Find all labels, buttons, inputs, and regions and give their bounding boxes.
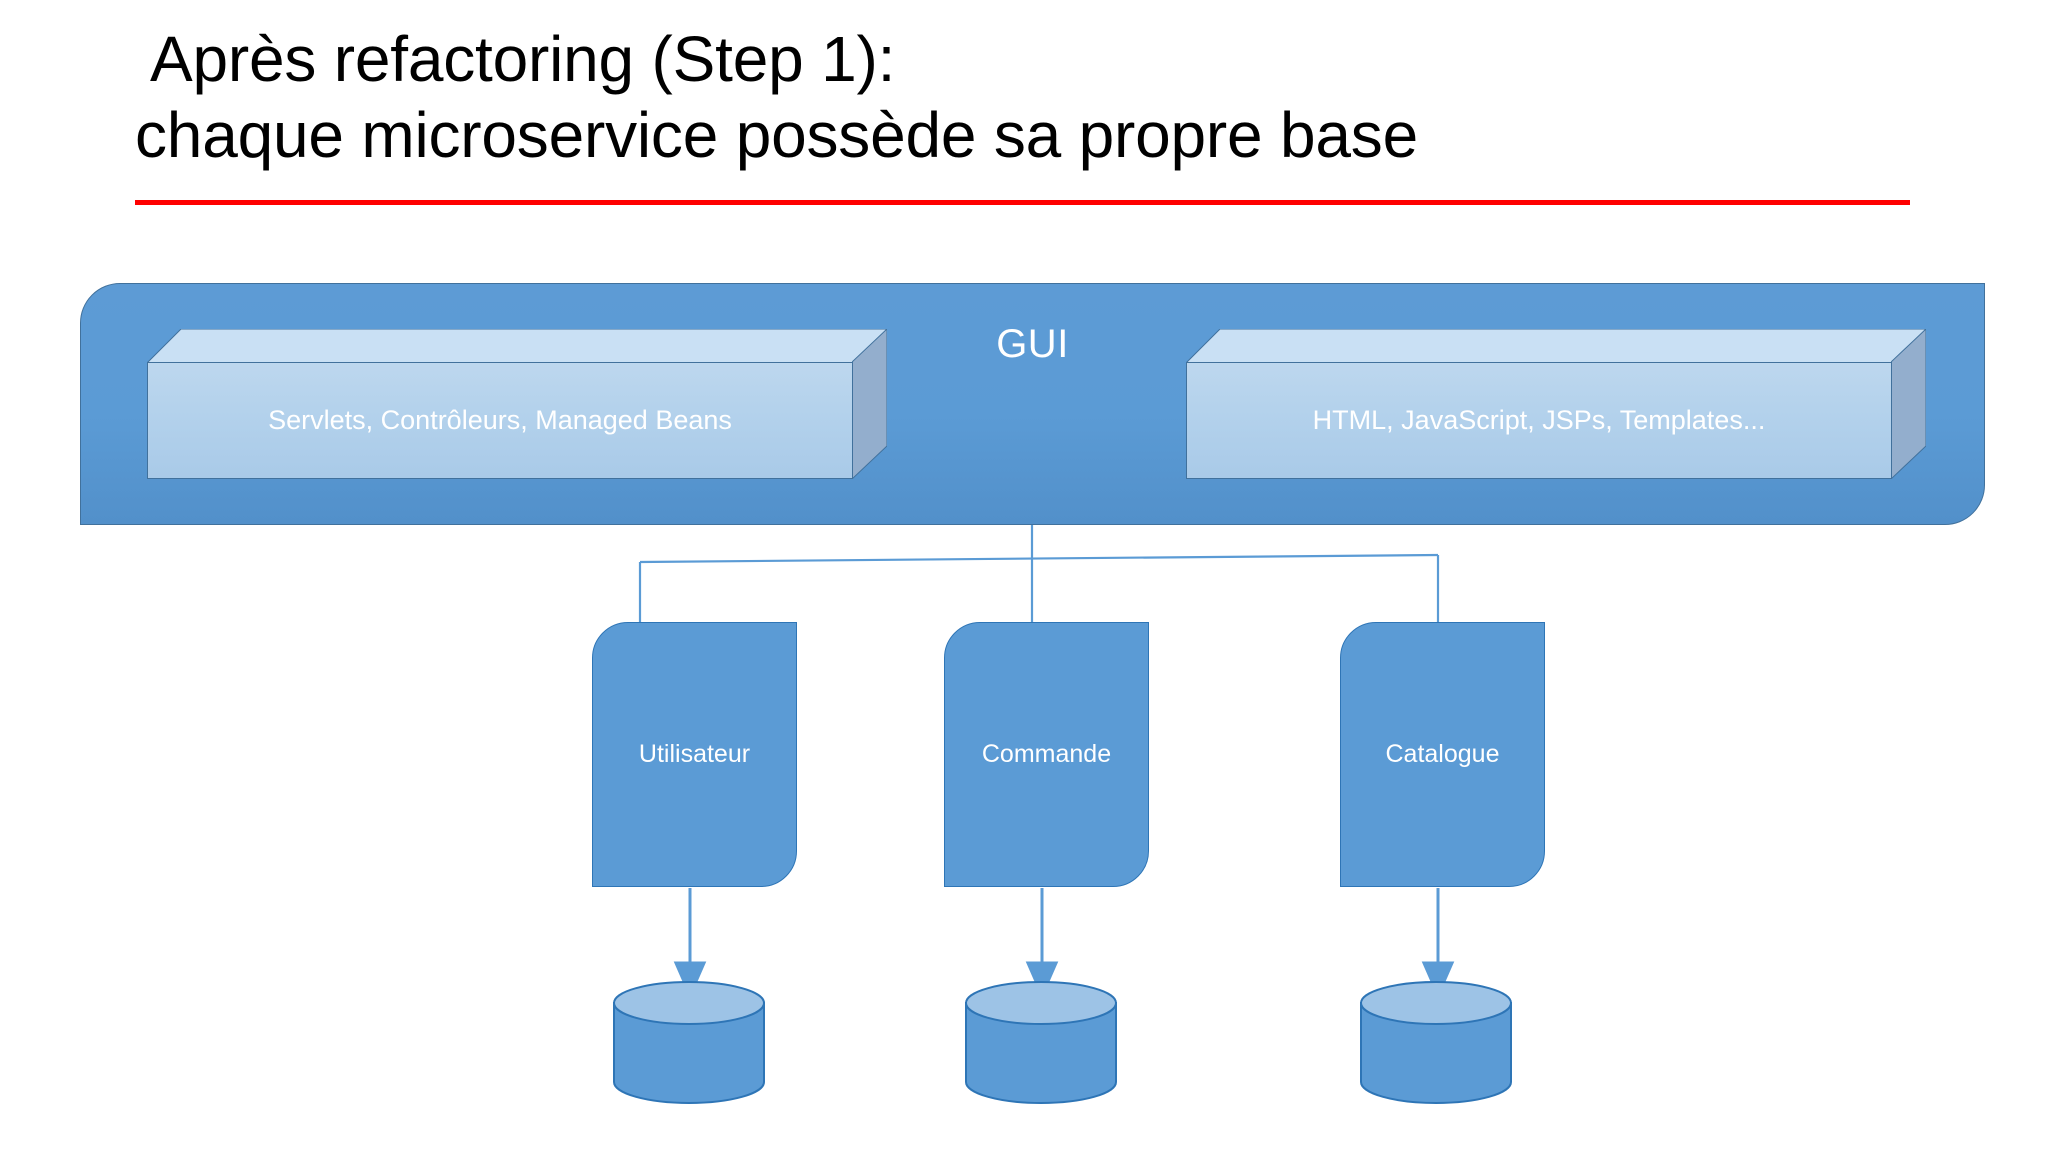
title-line-1: Après refactoring (Step 1): (150, 23, 896, 95)
server-side-box-side-face (852, 329, 887, 479)
client-side-box: HTML, JavaScript, JSPs, Templates... (1186, 329, 1926, 479)
microservice-label-commande: Commande (981, 740, 1112, 768)
connector-horizontal-bus (639, 553, 1439, 564)
gui-layer-container: GUI Servlets, Contrôleurs, Managed Beans… (80, 283, 1985, 525)
microservice-box-catalogue[interactable]: Catalogue (1340, 622, 1545, 887)
database-cylinder-commande[interactable] (965, 981, 1117, 1104)
database-cylinder-utilisateur[interactable] (613, 981, 765, 1104)
server-side-box-front-face: Servlets, Contrôleurs, Managed Beans (147, 362, 853, 479)
gui-layer-label: GUI (996, 322, 1069, 366)
page-title: Après refactoring (Step 1): chaque micro… (135, 22, 1970, 173)
microservice-label-catalogue: Catalogue (1385, 740, 1500, 768)
microservice-box-commande[interactable]: Commande (944, 622, 1149, 887)
microservice-label-utilisateur: Utilisateur (638, 740, 751, 768)
client-side-box-front-face: HTML, JavaScript, JSPs, Templates... (1186, 362, 1892, 479)
client-side-box-top-face (1186, 329, 1926, 363)
client-side-box-label: HTML, JavaScript, JSPs, Templates... (1312, 405, 1766, 435)
microservice-box-utilisateur[interactable]: Utilisateur (592, 622, 797, 887)
title-line-2: chaque microservice possède sa propre ba… (135, 98, 1418, 171)
server-side-box-label: Servlets, Contrôleurs, Managed Beans (268, 405, 732, 435)
client-side-box-side-face (1891, 329, 1926, 479)
database-cylinder-catalogue[interactable] (1360, 981, 1512, 1104)
title-underline (135, 200, 1910, 205)
server-side-box-top-face (147, 329, 887, 363)
server-side-box: Servlets, Contrôleurs, Managed Beans (147, 329, 887, 479)
